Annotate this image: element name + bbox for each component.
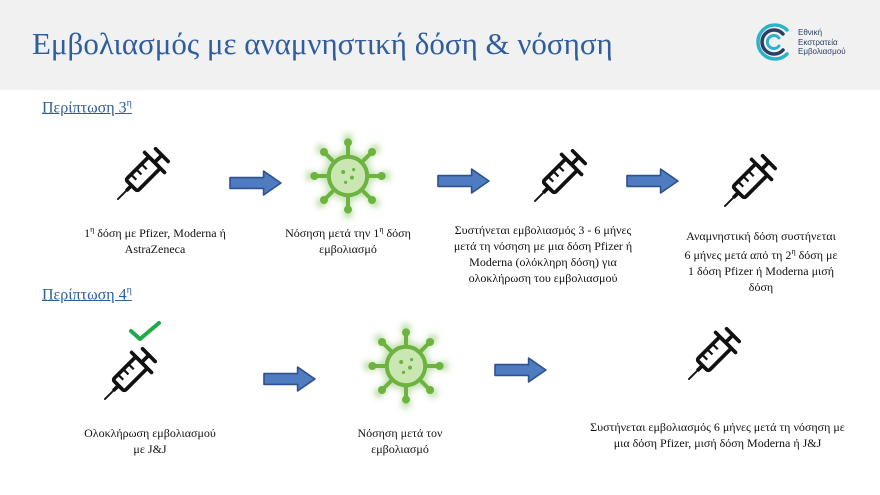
- caption-text: εμβολιασμό: [371, 442, 429, 456]
- checkmark-icon: [129, 321, 161, 341]
- caption-text: Νόσηση μετά την 1: [285, 226, 380, 240]
- syringe-icon: [523, 145, 591, 213]
- syringe-icon: [713, 150, 781, 218]
- arrow-right-icon: [229, 170, 282, 196]
- virus-icon: [358, 318, 454, 414]
- caption-text: 1 δόση Pfizer ή Moderna μισή: [687, 264, 835, 278]
- caption-text: 6 μήνες μετά από τη 2: [684, 248, 792, 262]
- case4-step2-caption: Νόσηση μετά τον εμβολιασμό: [320, 425, 480, 457]
- page-title: Εμβολιασμός με αναμνηστική δόση & νόσηση: [32, 26, 613, 61]
- caption-text: AstraZeneca: [124, 242, 186, 256]
- logo-line: Εκστρατεία: [798, 37, 838, 47]
- case3-title: Περίπτωση 3η: [42, 98, 132, 117]
- caption-text: δόση με Pfizer, Moderna ή: [94, 226, 226, 240]
- case3-title-sup: η: [126, 98, 132, 109]
- caption-text: με J&J: [133, 442, 167, 456]
- caption-text: Moderna (ολόκληρη δόση) για: [469, 255, 617, 269]
- caption-text: μια δόση Pfizer, μισή δόση Moderna ή J&J: [613, 436, 822, 450]
- caption-text: εμβολιασμό: [319, 242, 377, 256]
- logo-icon: [756, 23, 789, 61]
- case4-title-text: Περίπτωση 4: [42, 286, 127, 304]
- caption-text: μετά τη νόσηση με μια δόση Pfizer ή: [453, 239, 633, 253]
- syringe-icon: [93, 343, 161, 411]
- logo-text: Εθνική Εκστρατεία Εμβολιασμού: [798, 28, 846, 57]
- caption-text: δόση με: [795, 248, 838, 262]
- campaign-logo: Εθνική Εκστρατεία Εμβολιασμού: [754, 22, 864, 66]
- case3-title-text: Περίπτωση 3: [42, 99, 127, 117]
- case4-step3-caption: Συστήνεται εμβολιασμός 6 μήνες μετά τη ν…: [565, 419, 870, 451]
- caption-text: Συστήνεται εμβολιασμός 3 - 6 μήνες: [454, 223, 632, 237]
- arrow-right-icon: [263, 366, 316, 392]
- arrow-right-icon: [626, 168, 679, 194]
- caption-text: Ολοκλήρωση εμβολιασμού: [84, 426, 216, 440]
- caption-text: Συστήνεται εμβολιασμός 6 μήνες μετά τη ν…: [590, 420, 845, 434]
- syringe-icon: [106, 143, 174, 211]
- logo-line: Εμβολιασμού: [798, 47, 846, 56]
- caption-text: 1: [84, 226, 91, 240]
- caption-text: ολοκλήρωση του εμβολιασμού: [468, 271, 618, 285]
- syringe-icon: [677, 323, 745, 391]
- caption-text: Νόσηση μετά τον: [357, 426, 443, 440]
- arrow-right-icon: [437, 168, 490, 194]
- logo-line: Εθνική: [798, 28, 823, 37]
- case4-title-sup: η: [126, 285, 132, 296]
- header-bar: Εμβολιασμός με αναμνηστική δόση & νόσηση…: [0, 0, 880, 90]
- caption-sup: η: [90, 225, 95, 234]
- arrow-right-icon: [494, 357, 547, 383]
- case4-step1-caption: Ολοκλήρωση εμβολιασμού με J&J: [50, 425, 250, 457]
- case3-step2-caption: Νόσηση μετά την 1η δόση εμβολιασμό: [258, 222, 438, 257]
- case3-step4-caption: Αναμνηστική δόση συστήνεται 6 μήνες μετά…: [668, 228, 854, 295]
- case4-title: Περίπτωση 4η: [42, 285, 132, 304]
- caption-text: Αναμνηστική δόση συστήνεται: [686, 229, 836, 243]
- caption-text: δόση: [383, 226, 411, 240]
- caption-text: δόση: [748, 280, 774, 294]
- caption-sup: η: [379, 225, 384, 234]
- virus-icon: [300, 128, 396, 224]
- case3-step3-caption: Συστήνεται εμβολιασμός 3 - 6 μήνες μετά …: [438, 222, 648, 286]
- caption-sup: η: [791, 247, 796, 256]
- case3-step1-caption: 1η δόση με Pfizer, Moderna ή AstraZeneca: [60, 222, 250, 257]
